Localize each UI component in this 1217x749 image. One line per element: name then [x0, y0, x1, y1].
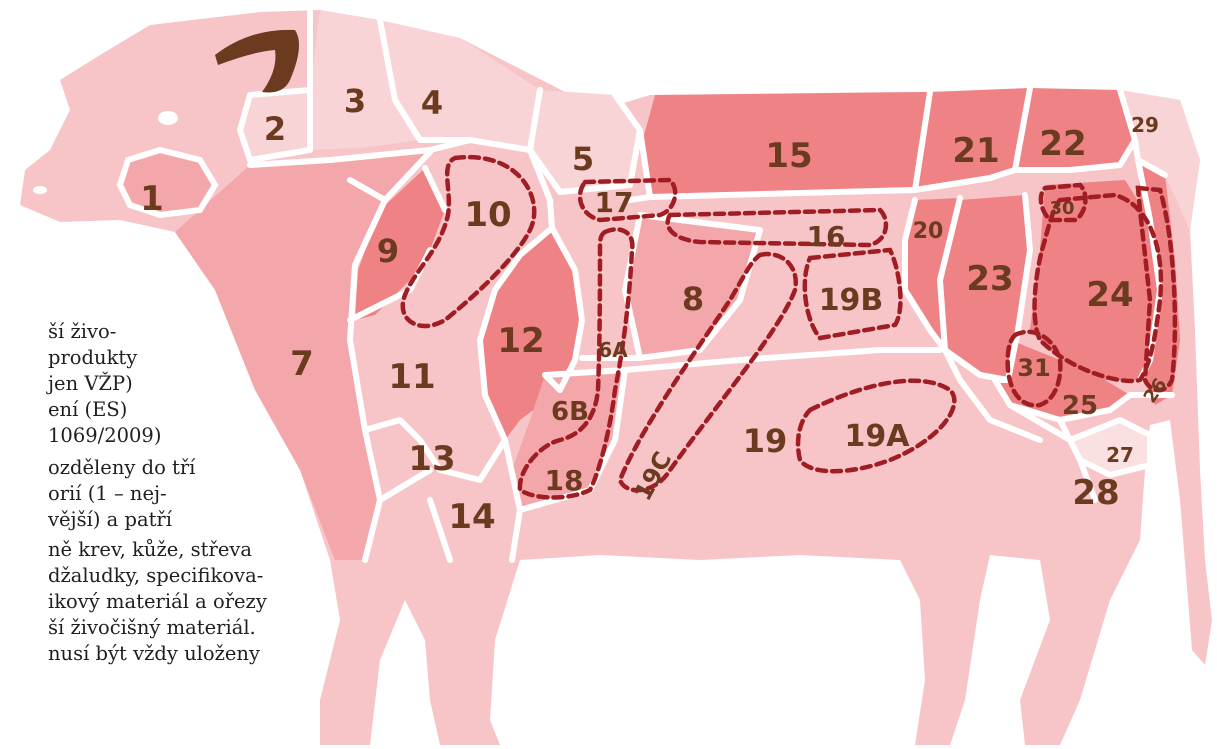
label-6B: 6B — [551, 397, 589, 427]
face-region-1 — [120, 150, 215, 215]
nostril-icon — [33, 186, 47, 194]
label-14: 14 — [448, 497, 495, 537]
label-6A: 6A — [598, 338, 628, 362]
label-22: 22 — [1039, 124, 1086, 164]
label-13: 13 — [408, 439, 455, 479]
label-21: 21 — [952, 131, 999, 171]
label-24: 24 — [1086, 275, 1133, 315]
label-16: 16 — [807, 220, 846, 253]
label-3: 3 — [344, 82, 366, 120]
label-2: 2 — [264, 110, 286, 148]
label-10: 10 — [464, 195, 511, 235]
label-1: 1 — [140, 179, 164, 219]
label-27: 27 — [1106, 443, 1134, 467]
label-11: 11 — [388, 357, 435, 397]
label-28: 28 — [1072, 473, 1119, 513]
label-15: 15 — [765, 136, 812, 176]
label-20: 20 — [913, 219, 944, 244]
label-30: 30 — [1049, 198, 1074, 219]
label-19A: 19A — [845, 419, 911, 454]
label-19: 19 — [743, 422, 788, 460]
label-17: 17 — [595, 186, 634, 219]
label-31: 31 — [1017, 354, 1050, 382]
label-29: 29 — [1131, 113, 1159, 137]
label-12: 12 — [497, 321, 544, 361]
label-4: 4 — [421, 84, 443, 122]
label-7: 7 — [290, 344, 314, 384]
label-19B: 19B — [819, 283, 884, 318]
eye-icon — [158, 111, 178, 125]
label-5: 5 — [572, 140, 594, 178]
label-25: 25 — [1062, 391, 1098, 421]
label-9: 9 — [377, 232, 399, 270]
label-8: 8 — [682, 280, 704, 318]
label-23: 23 — [966, 259, 1013, 299]
label-18: 18 — [545, 464, 584, 497]
